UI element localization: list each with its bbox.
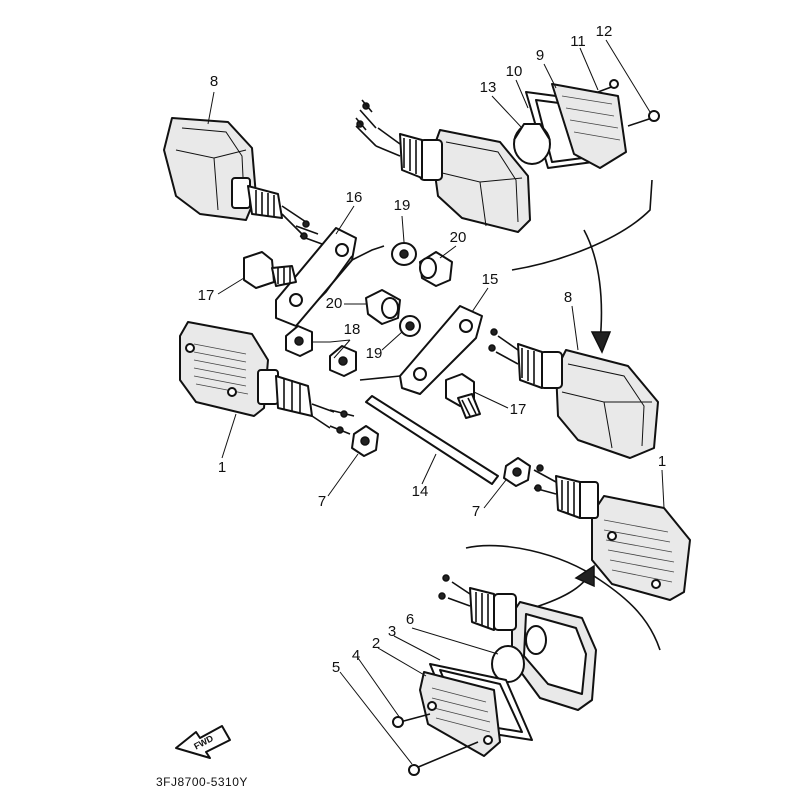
- nut-19-middle: [399, 315, 421, 337]
- label-13: 13: [480, 79, 497, 96]
- arrow-head-bottom: [574, 564, 595, 588]
- leader-16-lines: [317, 255, 353, 301]
- label-7-left: 7: [318, 493, 326, 510]
- label-6: 6: [406, 611, 414, 628]
- label-8-top-left: 8: [210, 73, 218, 90]
- label-15: 15: [482, 271, 499, 288]
- mounting-bracket-15: [359, 305, 483, 395]
- label-17-left: 17: [198, 287, 215, 304]
- diagram-code: 3FJ8700-5310Y: [156, 775, 248, 789]
- label-8-right: 8: [564, 289, 572, 306]
- part-number-labels: 8 10 9 11 12 13 16 19 20 17 20 18 19 15 …: [198, 23, 667, 676]
- stay-rod-14: [365, 395, 499, 485]
- lens-assembly-top-right: [513, 79, 660, 169]
- nut-7-right: [503, 457, 531, 487]
- turn-signal-housing-lower: [438, 574, 597, 711]
- group-bracket-top: [511, 179, 653, 271]
- label-14: 14: [412, 483, 429, 500]
- label-5: 5: [332, 659, 340, 676]
- grommet-20-top: [419, 251, 453, 287]
- nut-18-left: [285, 325, 313, 357]
- nut-18-right: [329, 345, 357, 377]
- turn-signal-assembly-right-front: [533, 464, 691, 601]
- label-1-right: 1: [658, 453, 666, 470]
- label-9: 9: [536, 47, 544, 64]
- label-11: 11: [570, 33, 586, 50]
- label-1-left: 1: [218, 459, 226, 476]
- label-17-right: 17: [510, 401, 527, 418]
- label-10: 10: [506, 63, 523, 80]
- fwd-arrow-icon: FWD: [175, 725, 231, 759]
- leader-lines: [207, 39, 665, 765]
- label-18: 18: [344, 321, 361, 338]
- label-19-middle: 19: [366, 345, 383, 362]
- lens-assembly-lower: [392, 645, 533, 776]
- arrow-line-top: [583, 229, 603, 343]
- nut-7-left: [351, 425, 379, 457]
- grommet-20-middle: [365, 289, 401, 325]
- label-7-right: 7: [472, 503, 480, 520]
- label-12: 12: [596, 23, 613, 40]
- label-2: 2: [372, 635, 380, 652]
- nut-19-top: [391, 242, 417, 266]
- label-20-top: 20: [450, 229, 467, 246]
- label-4: 4: [352, 647, 360, 664]
- turn-signal-assembly-left: [179, 321, 355, 435]
- turn-signal-assembly-top-center: [355, 99, 531, 233]
- turn-signal-assembly-right-rear: [488, 328, 659, 459]
- turn-signal-assembly-top-left: [163, 117, 323, 245]
- label-16: 16: [346, 189, 363, 206]
- label-20-middle: 20: [326, 295, 343, 312]
- mounting-bracket-16: [275, 227, 385, 327]
- bolt-17-left: [243, 251, 297, 289]
- label-19-top: 19: [394, 197, 411, 214]
- label-3: 3: [388, 623, 396, 640]
- bolt-17-right: [445, 373, 481, 419]
- arrow-head-top: [590, 331, 612, 354]
- group-bracket-bottom: [465, 544, 661, 651]
